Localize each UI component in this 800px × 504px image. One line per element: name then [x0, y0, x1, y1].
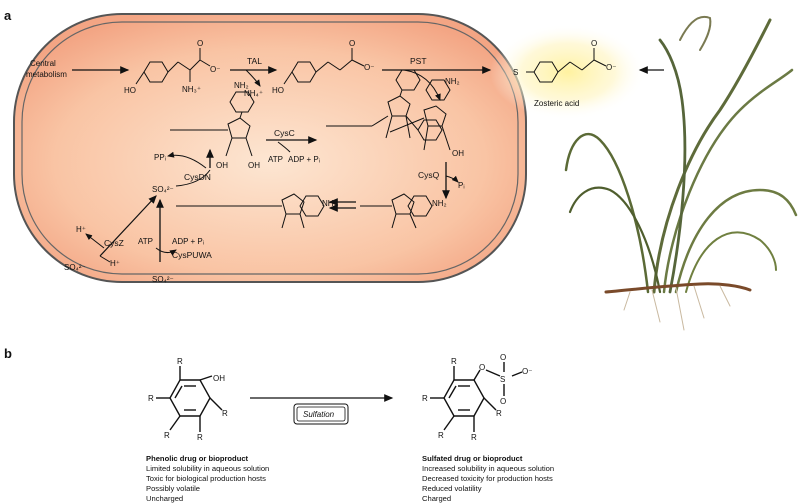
sulfated-title: Sulfated drug or bioproduct	[422, 454, 523, 463]
zosteric-acid-label: Zosteric acid	[534, 99, 579, 108]
sulfated-o-link: O	[479, 363, 485, 372]
so4-outside-label: SO₄²⁻	[64, 263, 86, 272]
phenol-structure	[156, 366, 223, 432]
tyrosine-ho: HO	[124, 86, 136, 95]
pi-cysq: Pᵢ	[458, 181, 465, 190]
tyrosine-o-minus: O⁻	[210, 65, 220, 74]
coumaric-o: O	[349, 39, 355, 48]
coumaric-o-minus: O⁻	[364, 63, 374, 72]
cysz-enzyme: CysZ	[104, 238, 124, 248]
coumaric-acid-structure	[283, 48, 365, 85]
sulfated-o-minus: O⁻	[522, 367, 532, 376]
phenol-r-top: R	[177, 357, 183, 366]
cysc-side-arrow	[277, 141, 291, 153]
nh4-label: NH₄⁺	[244, 89, 263, 98]
phenol-r-bottom: R	[197, 433, 203, 442]
aps-oh-1: OH	[216, 161, 228, 170]
aps-nh2: NH₂	[234, 81, 249, 90]
sulfation-label: Sulfation	[303, 410, 335, 419]
bacterial-cell	[13, 13, 527, 283]
zosteric-o-minus: O⁻	[606, 63, 616, 72]
paps-structure	[389, 79, 451, 151]
cell-inner-membrane	[21, 21, 519, 275]
pap-structure	[326, 69, 443, 141]
cysdn-enzyme: CysDN	[184, 172, 211, 182]
tyrosine-nh3: NH₃⁺	[182, 85, 201, 94]
cysq-side-arrow	[445, 175, 459, 183]
sulfation-box-outer	[293, 403, 349, 425]
coumaric-ho: HO	[272, 86, 284, 95]
aps-oh-2: OH	[248, 161, 260, 170]
sulfated-r-bottom-left: R	[438, 431, 444, 440]
phenol-oh: OH	[213, 374, 225, 383]
phenol-r-bottom-left: R	[164, 431, 170, 440]
sulfated-o-bottom: O	[500, 397, 506, 406]
pp-arrow	[167, 151, 207, 169]
zosteric-acid-glow	[490, 24, 646, 120]
sulfated-prop-4: Charged	[422, 494, 451, 503]
adp-pi-cyspuwa: ADP + Pᵢ	[172, 237, 204, 246]
sulfated-r-left: R	[422, 394, 428, 403]
tal-enzyme: TAL	[247, 56, 262, 66]
cyspuwa-enzyme: CysPUWA	[172, 250, 212, 260]
sulfated-s: S	[500, 375, 505, 384]
sulfated-o-top: O	[500, 353, 506, 362]
h-inward-arrow	[85, 233, 105, 249]
phenolic-prop-1: Limited solubility in aqueous solution	[146, 464, 269, 473]
aps-structure	[170, 91, 255, 157]
pst-enzyme: PST	[410, 56, 427, 66]
tal-side-arrow	[245, 69, 261, 87]
phenol-r-right: R	[222, 409, 228, 418]
phenolic-prop-4: Uncharged	[146, 494, 183, 503]
sulfated-prop-2: Decreased toxicity for production hosts	[422, 474, 553, 483]
sulfated-r-right: R	[496, 409, 502, 418]
adenosine-nh2: NH₂	[322, 199, 337, 208]
so4-mid-label: SO₄²⁻	[152, 185, 174, 194]
sulfated-prop-3: Reduced volatility	[422, 484, 482, 493]
central-metabolism-label: Central	[30, 59, 56, 68]
cyspuwa-atp-arrow	[155, 247, 177, 256]
adp-pi-cysc: ADP + Pᵢ	[288, 155, 320, 164]
sulfated-structure	[430, 362, 523, 432]
cysz-transport-arrow	[99, 195, 157, 257]
zosteric-o: O	[591, 39, 597, 48]
pst-cofactor-arrow	[403, 69, 441, 101]
seagrass-image	[564, 15, 798, 331]
tyrosine-structure	[135, 48, 211, 85]
pp-label: PPᵢ	[154, 153, 166, 162]
pap-nh2: NH₂	[432, 199, 447, 208]
phenolic-prop-3: Possibly volatile	[146, 484, 200, 493]
panel-b-label: b	[4, 346, 12, 361]
sulfated-prop-1: Increased solubility in aqueous solution	[422, 464, 554, 473]
phenolic-title: Phenolic drug or bioproduct	[146, 454, 249, 463]
phenol-r-left: R	[148, 394, 154, 403]
so4-to-cysdn-arrow	[175, 169, 211, 187]
atp-cyspuwa: ATP	[138, 237, 153, 246]
phenolic-prop-2: Toxic for biological production hosts	[146, 474, 266, 483]
so4-bottom-label: SO₄²⁻	[152, 275, 174, 284]
h-outward-arrow	[99, 255, 111, 263]
sulfation-box-inner	[296, 406, 346, 422]
atp-cysc: ATP	[268, 155, 283, 164]
sulfated-r-top: R	[451, 357, 457, 366]
h-inside-label: H⁺	[76, 225, 86, 234]
paps-oh: OH	[452, 149, 464, 158]
cysq-enzyme: CysQ	[418, 170, 440, 180]
sulfated-r-bottom: R	[471, 433, 477, 442]
cysc-enzyme: CysC	[274, 128, 295, 138]
h-outside-label: H⁺	[110, 259, 120, 268]
panel-a-label: a	[4, 8, 12, 23]
central-metabolism-label-2: metabolism	[26, 70, 67, 79]
zosteric-s: S	[513, 68, 518, 77]
tyrosine-o: O	[197, 39, 203, 48]
adenosine-phosphate-structure	[176, 193, 433, 229]
paps-nh2: NH₂	[445, 77, 460, 86]
zosteric-acid-structure	[526, 48, 607, 83]
